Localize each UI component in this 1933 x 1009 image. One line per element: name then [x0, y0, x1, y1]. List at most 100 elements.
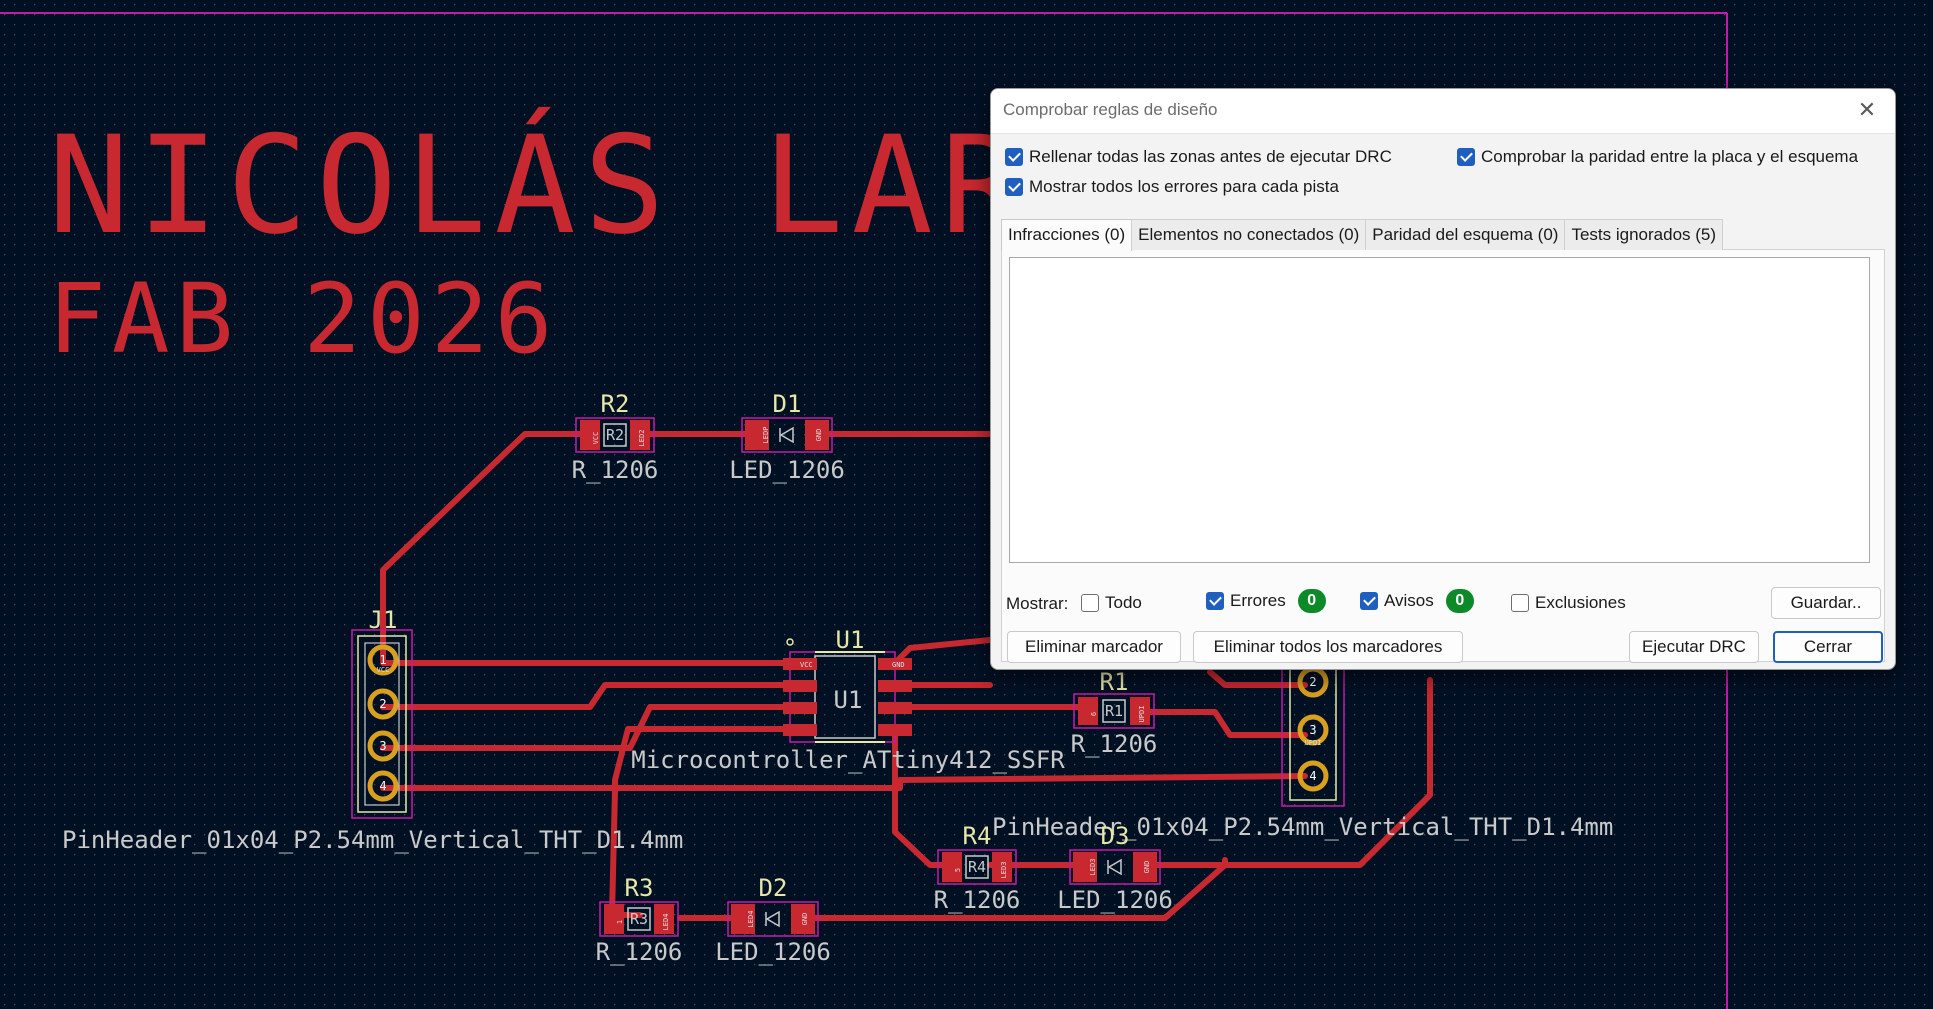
r4-body-ref: R4: [968, 858, 986, 876]
d3-ref-label: D3: [1101, 822, 1130, 850]
tab-unconnected[interactable]: Elementos no conectados (0): [1131, 219, 1367, 250]
r4-pad2-net: LED3: [1000, 862, 1008, 879]
footprint-r4[interactable]: R4 5 LED3 R4 R_1206: [934, 822, 1021, 914]
checkbox-checked-icon[interactable]: [1360, 592, 1378, 610]
run-drc-button[interactable]: Ejecutar DRC: [1629, 631, 1759, 663]
board-title-line1: NICOLÁS LARA: [48, 106, 1119, 264]
j2-pin3: 3: [1309, 723, 1316, 737]
d2-pad1-net: LED4: [747, 911, 755, 928]
copper-traces: [380, 431, 1433, 921]
checkbox-checked-icon[interactable]: [1206, 592, 1224, 610]
filter-exclusions[interactable]: Exclusiones: [1511, 593, 1626, 613]
u1-pin8-net: GND: [892, 661, 905, 669]
delete-all-markers-button[interactable]: Eliminar todos los marcadores: [1193, 631, 1463, 663]
checkbox-checked-icon[interactable]: [1457, 148, 1475, 166]
errors-count-badge: 0: [1297, 589, 1326, 613]
d1-value-label: LED_1206: [729, 456, 845, 484]
footprint-r2[interactable]: R2 VCC LED2 R2 R_1206: [572, 390, 659, 484]
checkbox-checked-icon[interactable]: [1005, 178, 1023, 196]
filter-label: Mostrar:: [1006, 594, 1069, 613]
filter-errors-label: Errores: [1230, 591, 1286, 610]
r2-pad1-net: VCC: [592, 432, 600, 445]
j1-pin3: 3: [379, 739, 386, 753]
j1-pin4: 4: [379, 779, 386, 793]
option-check-parity[interactable]: Comprobar la paridad entre la placa y el…: [1457, 147, 1858, 167]
filter-warnings-label: Avisos: [1384, 591, 1434, 610]
footprint-r1[interactable]: R1 6 UPDI R1 R_1206: [1071, 668, 1158, 758]
j1-pin1: 1: [379, 653, 386, 667]
drc-dialog: Comprobar reglas de diseño ✕ Rellenar to…: [990, 88, 1896, 670]
checkbox-checked-icon[interactable]: [1005, 148, 1023, 166]
r4-pin-left: 5: [954, 868, 962, 872]
diode-icon: [765, 910, 780, 928]
filter-exclusions-label: Exclusiones: [1535, 593, 1626, 612]
filter-errors[interactable]: Errores 0: [1206, 589, 1326, 613]
r1-pin-left: 6: [1090, 712, 1098, 716]
option-fill-zones-label: Rellenar todas las zonas antes de ejecut…: [1029, 147, 1392, 166]
filter-all-label: Todo: [1105, 593, 1142, 612]
tab-violations[interactable]: Infracciones (0): [1001, 219, 1133, 251]
d3-value-label: LED_1206: [1057, 886, 1173, 914]
r3-ref-label: R3: [625, 874, 654, 902]
diode-icon: [779, 426, 794, 444]
r2-body-ref: R2: [606, 426, 624, 444]
footprint-u1[interactable]: VCC GND U1 U1 Microcontroller_ATtiny412_…: [631, 626, 1065, 774]
violations-list[interactable]: [1009, 257, 1870, 563]
j1-value-label: PinHeader_01x04_P2.54mm_Vertical_THT_D1.…: [62, 826, 683, 854]
r2-pad2-net: LED2: [638, 430, 646, 447]
warnings-count-badge: 0: [1445, 589, 1474, 613]
r4-ref-label: R4: [963, 822, 992, 850]
close-icon[interactable]: ✕: [1857, 97, 1877, 122]
d2-pad2-net: GND: [801, 913, 809, 926]
dialog-title: Comprobar reglas de diseño: [1003, 100, 1218, 119]
d3-pad2-net: GND: [1143, 861, 1151, 874]
option-all-track-errors[interactable]: Mostrar todos los errores para cada pist…: [1005, 177, 1339, 197]
footprint-r3[interactable]: R3 1 LED4 R3 R_1206: [596, 874, 683, 966]
r3-value-label: R_1206: [596, 938, 683, 966]
checkbox-unchecked-icon[interactable]: [1511, 594, 1529, 612]
u1-pin1-net: VCC: [800, 661, 813, 669]
footprint-d1[interactable]: LEDP GND D1 LED_1206: [729, 390, 845, 484]
j1-ref-label: J1: [369, 606, 398, 634]
dialog-titlebar[interactable]: Comprobar reglas de diseño ✕: [991, 89, 1895, 134]
j2-value-label: PinHeader_01x04_P2.54mm_Vertical_THT_D1.…: [992, 813, 1613, 841]
filter-all[interactable]: Todo: [1081, 593, 1142, 613]
close-button[interactable]: Cerrar: [1773, 631, 1883, 663]
r3-body-ref: R3: [630, 910, 648, 928]
r2-ref-label: R2: [601, 390, 630, 418]
tab-bar: Infracciones (0) Elementos no conectados…: [1001, 219, 1724, 251]
d1-ref-label: D1: [773, 390, 802, 418]
option-check-parity-label: Comprobar la paridad entre la placa y el…: [1481, 147, 1859, 166]
r1-body-ref: R1: [1105, 702, 1123, 720]
j2-pin4: 4: [1309, 769, 1316, 783]
filter-warnings[interactable]: Avisos 0: [1360, 589, 1474, 613]
j2-pin3-net: UPDI: [1305, 739, 1322, 747]
footprint-d2[interactable]: LED4 GND D2 LED_1206: [715, 874, 831, 966]
diode-icon: [1107, 858, 1122, 876]
d1-pad2-net: GND: [815, 429, 823, 442]
j1-pin1-net: VCC: [377, 666, 390, 674]
j1-pin2: 2: [379, 697, 386, 711]
r1-ref-label: R1: [1100, 668, 1129, 696]
checkbox-unchecked-icon[interactable]: [1081, 594, 1099, 612]
save-button[interactable]: Guardar..: [1771, 587, 1881, 619]
delete-marker-button[interactable]: Eliminar marcador: [1007, 631, 1181, 663]
r4-value-label: R_1206: [934, 886, 1021, 914]
u1-body-label: U1: [834, 686, 863, 714]
r2-value-label: R_1206: [572, 456, 659, 484]
r3-pad1: 1: [616, 920, 624, 924]
footprint-d3[interactable]: LED3 GND D3 LED_1206: [1057, 822, 1173, 914]
u1-ref-label: U1: [836, 626, 865, 654]
d1-pad1-net: LEDP: [762, 427, 770, 444]
j2-pin2: 2: [1309, 675, 1316, 689]
d2-ref-label: D2: [759, 874, 788, 902]
tab-schematic-parity[interactable]: Paridad del esquema (0): [1365, 219, 1566, 250]
footprint-j1[interactable]: 1 VCC 2 3 4 J1 PinHeader_01x04_P2.54mm_V…: [62, 606, 683, 854]
u1-value-label: Microcontroller_ATtiny412_SSFR: [631, 746, 1065, 774]
board-title-line2: FAB 2026: [48, 263, 558, 375]
option-fill-zones[interactable]: Rellenar todas las zonas antes de ejecut…: [1005, 147, 1392, 167]
footprint-j2[interactable]: 2 3 UPDI 4 PinHeader_01x04_P2.54mm_Verti…: [992, 659, 1613, 841]
tab-ignored-tests[interactable]: Tests ignorados (5): [1564, 219, 1724, 250]
option-all-track-errors-label: Mostrar todos los errores para cada pist…: [1029, 177, 1339, 196]
d2-value-label: LED_1206: [715, 938, 831, 966]
